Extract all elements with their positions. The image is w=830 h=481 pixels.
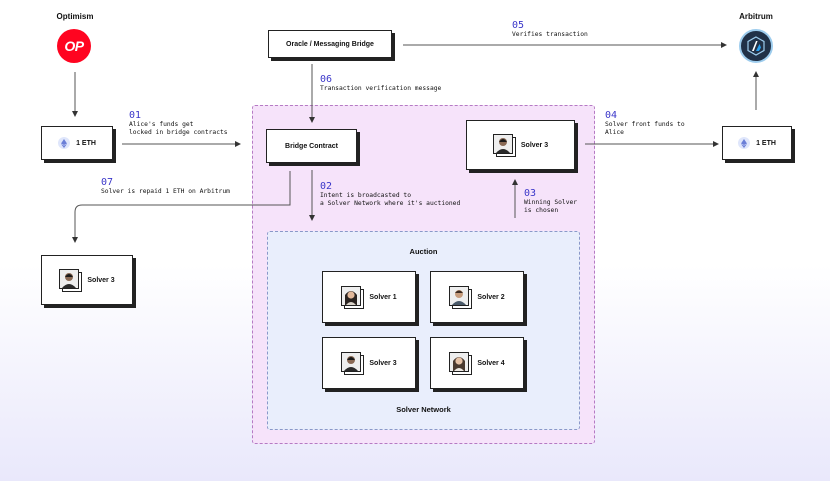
step-number: 05 [512,20,525,31]
solver-card: Solver 1 [322,271,416,323]
step-number: 04 [605,110,618,121]
step-05: 05 Verifies transaction [512,20,588,39]
solver-card: Solver 2 [430,271,524,323]
step-text: Winning Solver is chosen [524,199,578,214]
oracle-label: Oracle / Messaging Bridge [286,40,374,48]
step-text: Alice's funds get locked in bridge contr… [129,121,228,136]
solver-network-label: Solver Network [396,405,451,414]
step-text: Intent is broadcasted to a Solver Networ… [320,192,461,207]
ethereum-icon [738,137,751,149]
step-07: 07 Solver is repaid 1 ETH on Arbitrum [101,177,230,196]
repaid-solver-label: Solver 3 [87,276,115,284]
solver-avatar [492,134,516,157]
solver-avatar [341,286,365,309]
optimism-logo-icon: OP [57,29,91,63]
repaid-solver-box: Solver 3 [41,255,133,305]
optimism-logo-text: OP [64,38,84,54]
ethereum-icon [58,137,71,149]
oracle-messaging-bridge-box: Oracle / Messaging Bridge [268,30,392,58]
winning-solver-label: Solver 3 [520,141,549,149]
solver-network-region [267,231,580,430]
auction-title: Auction [409,247,438,256]
step-03: 03 Winning Solver is chosen [524,188,577,215]
optimism-label: Optimism [56,12,94,21]
step-text: Verifies transaction [512,31,588,38]
step-number: 01 [129,110,142,121]
winning-solver-box: Solver 3 [466,120,575,170]
arbitrum-logo-icon [739,29,773,63]
solver-avatar [449,286,473,309]
bridge-contract-box: Bridge Contract [266,129,357,163]
solver-card: Solver 4 [430,337,524,389]
step-text: Solver is repaid 1 ETH on Arbitrum [101,188,230,195]
left-eth-label: 1 ETH [76,139,96,147]
step-number: 02 [320,181,333,192]
solver-label: Solver 4 [477,359,505,367]
solver-avatar [449,352,473,375]
arrow-07 [72,171,291,243]
right-eth-box: 1 ETH [722,126,792,160]
bridge-contract-label: Bridge Contract [285,142,338,150]
step-text: Solver front funds to Alice [605,121,685,136]
step-06: 06 Transaction verification message [320,74,441,93]
step-02: 02 Intent is broadcasted to a Solver Net… [320,181,460,208]
left-eth-box: 1 ETH [41,126,113,160]
step-04: 04 Solver front funds to Alice [605,110,685,137]
solver-avatar [341,352,365,375]
step-number: 07 [101,177,114,188]
solver-avatar [59,269,83,292]
step-text: Transaction verification message [320,85,442,92]
step-number: 03 [524,188,537,199]
arbitrum-label: Arbitrum [739,12,773,21]
solver-card: Solver 3 [322,337,416,389]
solver-label: Solver 2 [477,293,505,301]
right-eth-label: 1 ETH [756,139,776,147]
step-01: 01 Alice's funds get locked in bridge co… [129,110,228,137]
solver-label: Solver 3 [369,359,397,367]
solver-label: Solver 1 [369,293,397,301]
step-number: 06 [320,74,333,85]
